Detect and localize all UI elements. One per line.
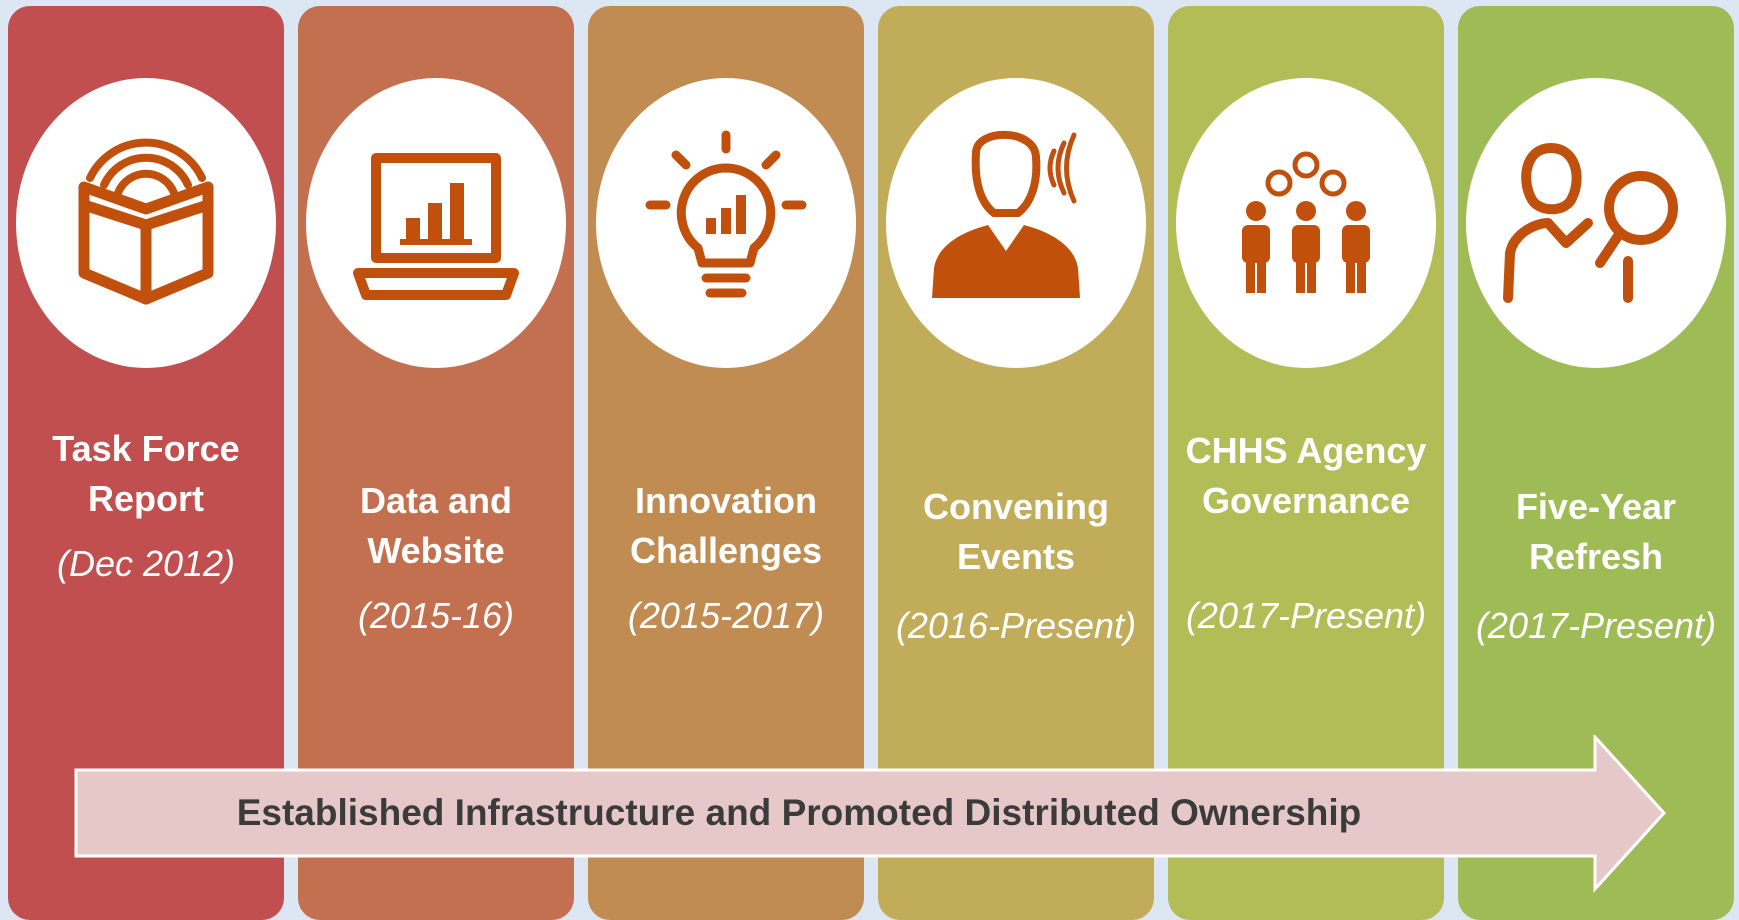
column-date: (2015-2017) (627, 595, 825, 636)
column-title: Convening Events (923, 486, 1109, 577)
timeline-column-data-website: Data and Website (2015-16) (298, 6, 574, 920)
timeline-column-refresh: Five-Year Refresh (2017-Present) (1458, 6, 1734, 920)
icon-circle (1176, 78, 1436, 368)
column-date: (2015-16) (357, 595, 515, 636)
icon-circle (1466, 78, 1726, 368)
timeline-column-convening: Convening Events (2016-Present) (878, 6, 1154, 920)
icon-circle (596, 78, 856, 368)
person-magnifier-icon (1503, 143, 1678, 303)
laptop-chart-icon (353, 153, 519, 300)
column-title: Five-Year Refresh (1515, 486, 1677, 577)
column-title: CHHS Agency Governance (1185, 430, 1427, 521)
column-date: (2017-Present) (1185, 595, 1427, 636)
icon-circle (886, 78, 1146, 368)
icon-circle (16, 78, 276, 368)
column-title: Innovation Challenges (629, 480, 823, 571)
icon-circle (306, 78, 566, 368)
lightbulb-chart-icon (645, 130, 807, 298)
timeline-column-governance: CHHS Agency Governance (2017-Present) (1168, 6, 1444, 920)
arrow-shape (74, 735, 1667, 893)
speaker-icon (932, 130, 1080, 298)
people-group-icon (1242, 151, 1370, 293)
timeline-column-task-force: Task Force Report (Dec 2012) (8, 6, 284, 920)
book-icon (78, 138, 214, 305)
column-title: Data and Website (359, 480, 513, 571)
timeline-column-innovation: Innovation Challenges (2015-2017) (588, 6, 864, 920)
arrow-label: Established Infrastructure and Promoted … (236, 792, 1362, 833)
column-date: (2017-Present) (1475, 605, 1717, 646)
column-date: (2016-Present) (895, 605, 1137, 646)
ownership-arrow: Established Infrastructure and Promoted … (74, 735, 1674, 910)
column-date: (Dec 2012) (56, 543, 236, 584)
column-title: Task Force Report (52, 428, 240, 519)
